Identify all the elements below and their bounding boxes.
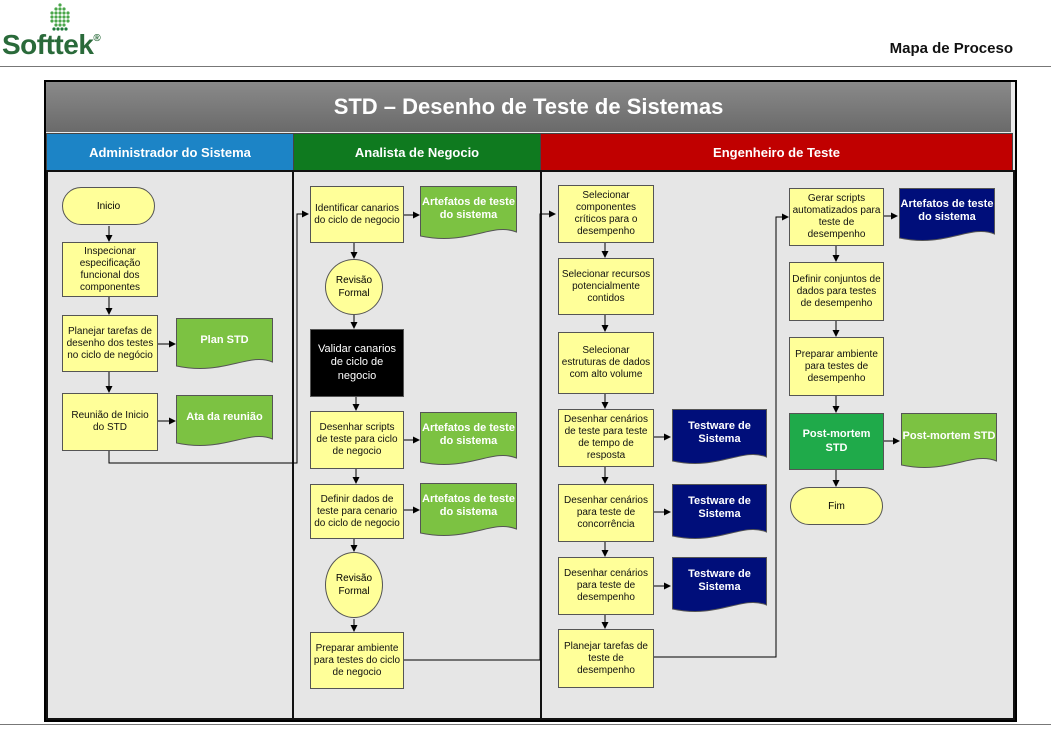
process-definir-dados: Definir dados de teste para cenario do c…	[310, 484, 404, 539]
logo-registered-mark: ®	[93, 33, 101, 44]
document-label: Testware de Sistema	[688, 419, 751, 445]
document-shape-icon	[420, 483, 517, 536]
review-label: Revisão Formal	[335, 275, 373, 299]
review-label: Revisão Formal	[335, 573, 373, 597]
process-gerar-scripts: Gerar scripts automatizados para teste d…	[789, 188, 884, 246]
process-label: Definir dados de teste para cenario do c…	[314, 493, 400, 529]
process-label: Validar canarios de ciclo de negocio	[317, 343, 397, 382]
logo-text: Softtek	[2, 29, 94, 60]
document-label: Artefatos de teste do sistema	[422, 421, 515, 447]
lane-header-engenheiro: Engenheiro de Teste	[540, 133, 1013, 172]
process-label: Desenhar cenários para teste de desempen…	[564, 568, 648, 603]
lane-header-label: Analista de Negocio	[354, 145, 480, 160]
document-shape-icon	[901, 413, 997, 468]
lane-header-label: Administrador do Sistema	[89, 145, 251, 160]
document-testware-2: Testware de Sistema	[672, 484, 767, 542]
process-definir-conjuntos: Definir conjuntos de dados para testes d…	[789, 262, 884, 321]
document-testware-1: Testware de Sistema	[672, 409, 767, 467]
document-testware-3: Testware de Sistema	[672, 557, 767, 615]
diagram-title: STD – Desenho de Teste de Sistemas	[46, 82, 1011, 132]
process-inspecionar: Inspecionar especificação funcional dos …	[62, 242, 158, 297]
document-shape-icon	[420, 412, 517, 465]
process-label: Planejar tarefas de desenho dos testes n…	[66, 325, 154, 361]
end-label: Fim	[828, 500, 845, 512]
company-logo: Softtek®	[2, 29, 101, 61]
process-validar-canarios: Validar canarios de ciclo de negocio	[310, 329, 404, 397]
document-label: Testware de Sistema	[688, 494, 751, 520]
process-label: Planejar tarefas de teste de desempenho	[564, 640, 648, 676]
process-label: Desenhar cenários para teste de concorrê…	[564, 495, 648, 530]
process-desenhar-desempenho: Desenhar cenários para teste de desempen…	[558, 557, 654, 615]
document-artefatos-1: Artefatos de teste do sistema	[420, 186, 517, 242]
document-shape-icon	[672, 557, 767, 612]
process-label: Definir conjuntos de dados para testes d…	[792, 273, 881, 309]
process-label: Preparar ambiente para testes do ciclo d…	[313, 642, 401, 678]
process-label: Desenhar cenários de teste para teste de…	[564, 414, 648, 461]
process-planejar-tarefas-desempenho: Planejar tarefas de teste de desempenho	[558, 629, 654, 688]
process-desenhar-scripts: Desenhar scripts de teste para ciclo de …	[310, 411, 404, 469]
process-selecionar-estruturas: Selecionar estruturas de dados com alto …	[558, 332, 654, 394]
process-reuniao-inicio: Reunião de Inicio do STD	[62, 393, 158, 451]
process-label: Selecionar estruturas de dados com alto …	[561, 345, 651, 380]
process-label: Identificar canarios do ciclo de negocio	[314, 202, 400, 226]
document-shape-icon	[420, 186, 517, 239]
document-title: Mapa de Proceso	[889, 40, 1013, 57]
document-label: Testware de Sistema	[688, 567, 751, 593]
process-selecionar-recursos: Selecionar recursos potencialmente conti…	[558, 258, 654, 315]
footer-divider	[0, 724, 1051, 725]
process-label: Preparar ambiente para testes de desempe…	[795, 348, 878, 384]
document-label: Artefatos de teste do sistema	[422, 492, 515, 518]
document-shape-icon	[899, 188, 995, 241]
document-shape-icon	[176, 395, 273, 446]
process-desenhar-concorrencia: Desenhar cenários para teste de concorrê…	[558, 484, 654, 542]
process-label: Selecionar componentes críticos para o d…	[574, 190, 638, 237]
process-label: Gerar scripts automatizados para teste d…	[792, 193, 881, 240]
document-shape-icon	[672, 484, 767, 539]
document-shape-icon	[672, 409, 767, 464]
start-label: Inicio	[96, 200, 121, 212]
review-revisao-formal-2: Revisão Formal	[325, 552, 383, 618]
document-label: Post-mortem STD	[902, 430, 996, 443]
logo-icon	[50, 3, 70, 31]
document-plan-std: Plan STD	[176, 318, 273, 372]
process-planejar-tarefas: Planejar tarefas de desenho dos testes n…	[62, 315, 158, 372]
process-preparar-ambiente-desempenho: Preparar ambiente para testes de desempe…	[789, 337, 884, 396]
header-divider	[0, 66, 1051, 67]
document-artefatos-2: Artefatos de teste do sistema	[420, 412, 517, 468]
process-post-mortem: Post-mortem STD	[789, 413, 884, 470]
process-label: Selecionar recursos potencialmente conti…	[561, 268, 651, 304]
document-label: Artefatos de teste do sistema	[422, 195, 515, 221]
process-selecionar-componentes: Selecionar componentes críticos para o d…	[558, 185, 654, 243]
document-post-mortem: Post-mortem STD	[901, 413, 997, 471]
process-label: Desenhar scripts de teste para ciclo de …	[316, 422, 398, 457]
document-label: Artefatos de teste do sistema	[900, 197, 994, 223]
process-preparar-ambiente-ciclo: Preparar ambiente para testes do ciclo d…	[310, 632, 404, 689]
document-artefatos-4: Artefatos de teste do sistema	[899, 188, 995, 244]
end-terminal: Fim	[790, 487, 883, 525]
lane-header-administrador: Administrador do Sistema	[46, 133, 294, 172]
process-label: Reunião de Inicio do STD	[71, 410, 149, 433]
document-artefatos-3: Artefatos de teste do sistema	[420, 483, 517, 539]
process-label: Post-mortem STD	[802, 428, 871, 454]
process-desenhar-tempo-resposta: Desenhar cenários de teste para teste de…	[558, 409, 654, 467]
document-label: Ata da reunião	[186, 410, 263, 423]
review-revisao-formal-1: Revisão Formal	[325, 259, 383, 315]
process-identificar-canarios: Identificar canarios do ciclo de negocio	[310, 186, 404, 243]
lane-header-label: Engenheiro de Teste	[713, 145, 840, 160]
lane-header-analista: Analista de Negocio	[293, 133, 541, 172]
document-label: Plan STD	[200, 333, 249, 346]
process-label: Inspecionar especificação funcional dos …	[79, 245, 141, 293]
document-ata-reuniao: Ata da reunião	[176, 395, 273, 449]
document-shape-icon	[176, 318, 273, 369]
start-terminal: Inicio	[62, 187, 155, 225]
